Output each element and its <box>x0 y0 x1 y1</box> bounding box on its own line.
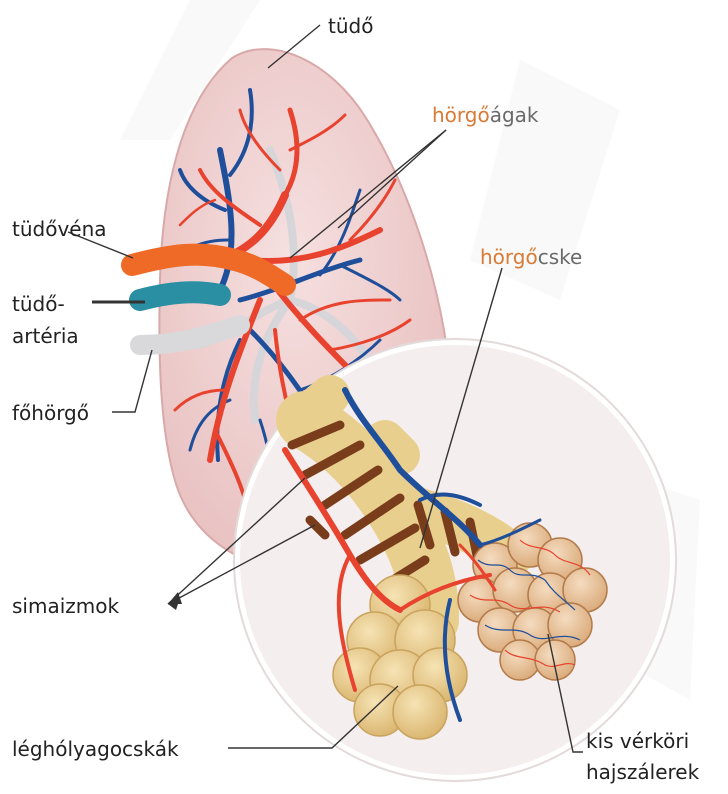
label-bronchial-branches: hörgőágak <box>432 103 539 127</box>
label-bronchial-branches-rest: ágak <box>490 103 539 127</box>
label-bronchiole-rest: cske <box>538 245 583 269</box>
label-main-bronchus: főhörgő <box>12 401 89 425</box>
label-smooth-muscles: simaizmok <box>12 594 119 618</box>
pulmonary-artery-trunk <box>140 292 220 300</box>
label-pulmonary-vein: tüdővéna <box>12 217 107 241</box>
arrowheads <box>168 592 182 610</box>
label-bronchiole-highlight: hörgő <box>480 245 538 269</box>
label-capillaries-line2: hajszálerek <box>586 760 700 784</box>
label-bronchial-branches-highlight: hörgő <box>432 103 490 127</box>
label-bronchiole: hörgőcske <box>480 245 582 269</box>
label-capillaries-line1: kis vérköri <box>586 729 689 753</box>
label-pulmonary-artery-line1: tüdő- <box>12 292 65 316</box>
label-pulmonary-artery-line2: artéria <box>12 324 79 348</box>
label-lung: tüdő <box>328 14 373 38</box>
leader-main-bronchus <box>112 350 152 412</box>
label-alveoli: léghólyagocskák <box>12 737 179 761</box>
